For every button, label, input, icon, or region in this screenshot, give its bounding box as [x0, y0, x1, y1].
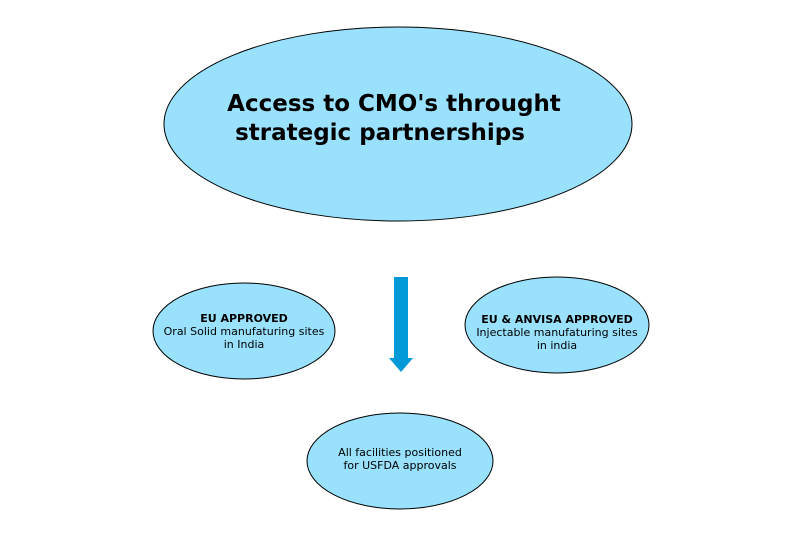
right-line2: in india [536, 339, 578, 352]
main-title-line1: Access to CMO's throught [227, 91, 561, 117]
bottom-ellipse [306, 412, 494, 510]
left-title: EU APPROVED [200, 312, 288, 325]
left-label: EU APPROVED Oral Solid manufaturing site… [153, 312, 335, 351]
right-line1: Injectable manufaturing sites [476, 326, 638, 339]
down-arrow-icon [389, 277, 413, 372]
left-ellipse [152, 282, 336, 380]
left-line2: in India [223, 338, 265, 351]
bottom-line2: for USFDA approvals [343, 459, 457, 472]
bottom-label: All facilities positioned for USFDA appr… [307, 446, 493, 472]
right-title: EU & ANVISA APPROVED [481, 313, 633, 326]
left-line1: Oral Solid manufaturing sites [163, 325, 325, 338]
bottom-line1: All facilities positioned [338, 446, 462, 459]
main-ellipse [163, 26, 633, 222]
main-title: Access to CMO's throught strategic partn… [164, 90, 632, 148]
main-title-line2: strategic partnerships [235, 120, 525, 146]
right-ellipse [464, 276, 650, 374]
right-label: EU & ANVISA APPROVED Injectable manufatu… [465, 313, 649, 352]
